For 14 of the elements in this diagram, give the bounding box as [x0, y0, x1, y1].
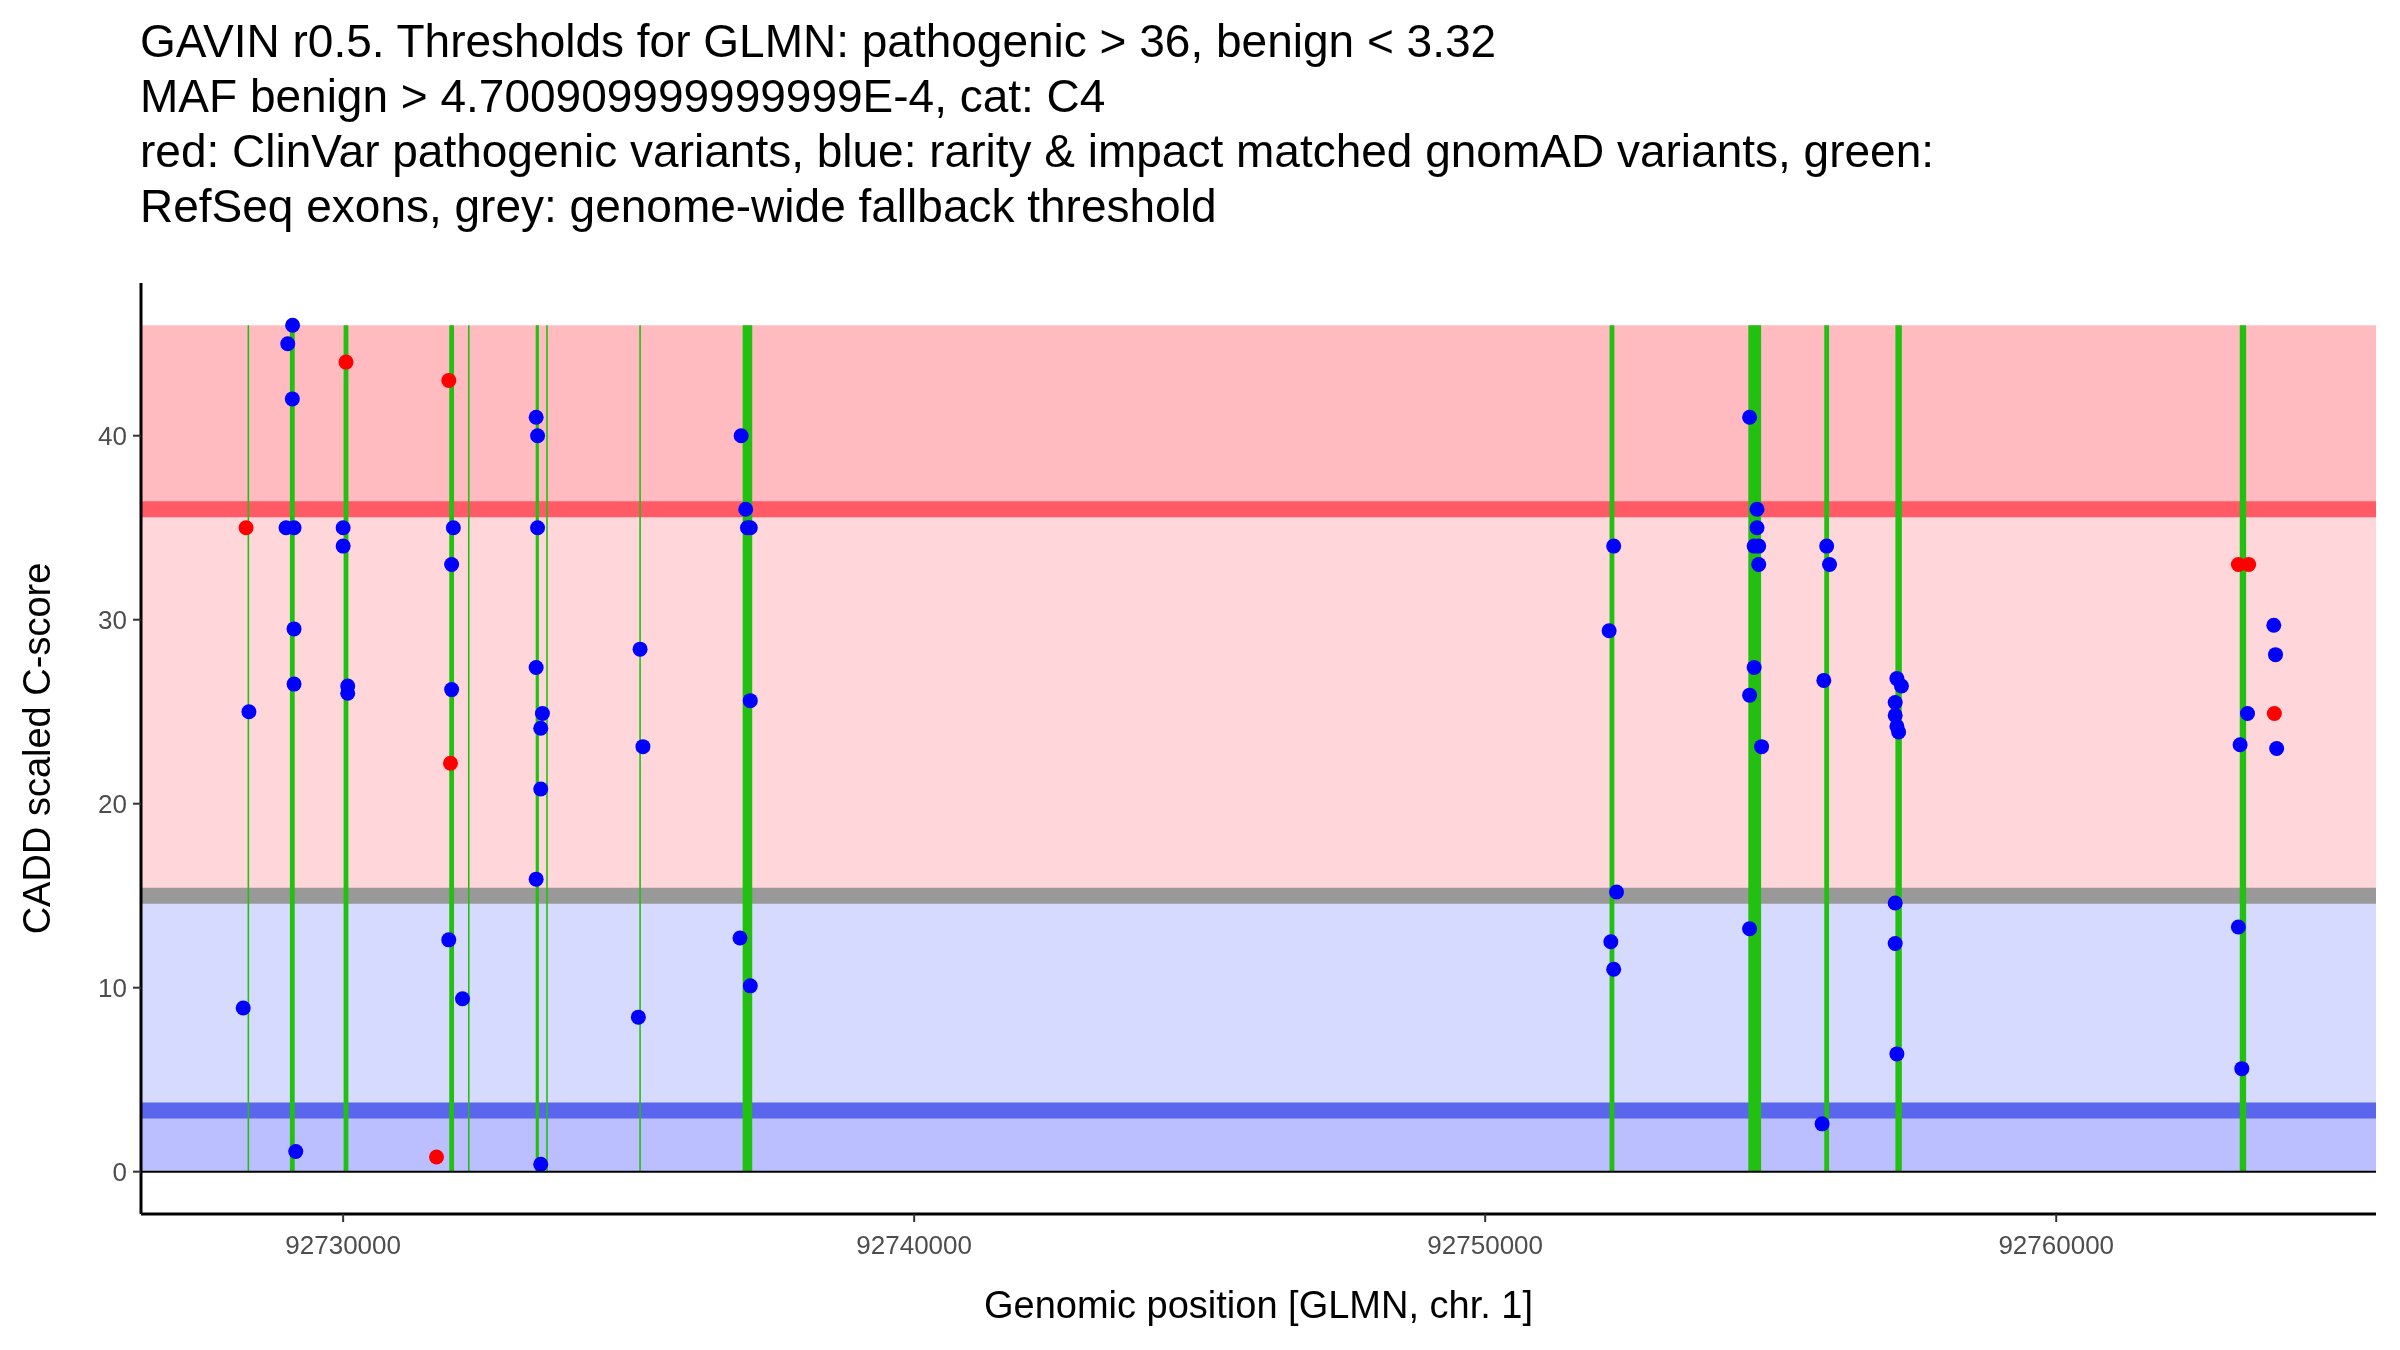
tick-label: 30	[98, 604, 127, 635]
tick-label: 0	[112, 1156, 127, 1187]
chart-title: GAVIN r0.5. Thresholds for GLMN: pathogenic > 36, benign < 3.32	[140, 14, 1498, 69]
tick-label: 20	[98, 788, 127, 819]
tick-label: 40	[98, 420, 127, 451]
chart-subtitle: red: ClinVar pathogenic variants, blue: rarity & impact matched gnomAD variants, green: RefSeq exons, grey: genome-wide fallback threshold	[140, 124, 1935, 234]
tick-label: 92750000	[1427, 1230, 1544, 1260]
axis-title: Genomic position [GLMN, chr. 1]	[983, 1284, 1534, 1326]
tick-label: 92740000	[856, 1230, 972, 1260]
axis-title: CADD scaled C-score	[16, 562, 58, 935]
tick-label: 10	[98, 972, 127, 1003]
tick-label: 92730000	[285, 1230, 401, 1260]
chart-subtitle: MAF benign > 4.700909999999999E-4, cat: C4	[140, 69, 1107, 124]
tick-label: 92760000	[1998, 1230, 2115, 1260]
